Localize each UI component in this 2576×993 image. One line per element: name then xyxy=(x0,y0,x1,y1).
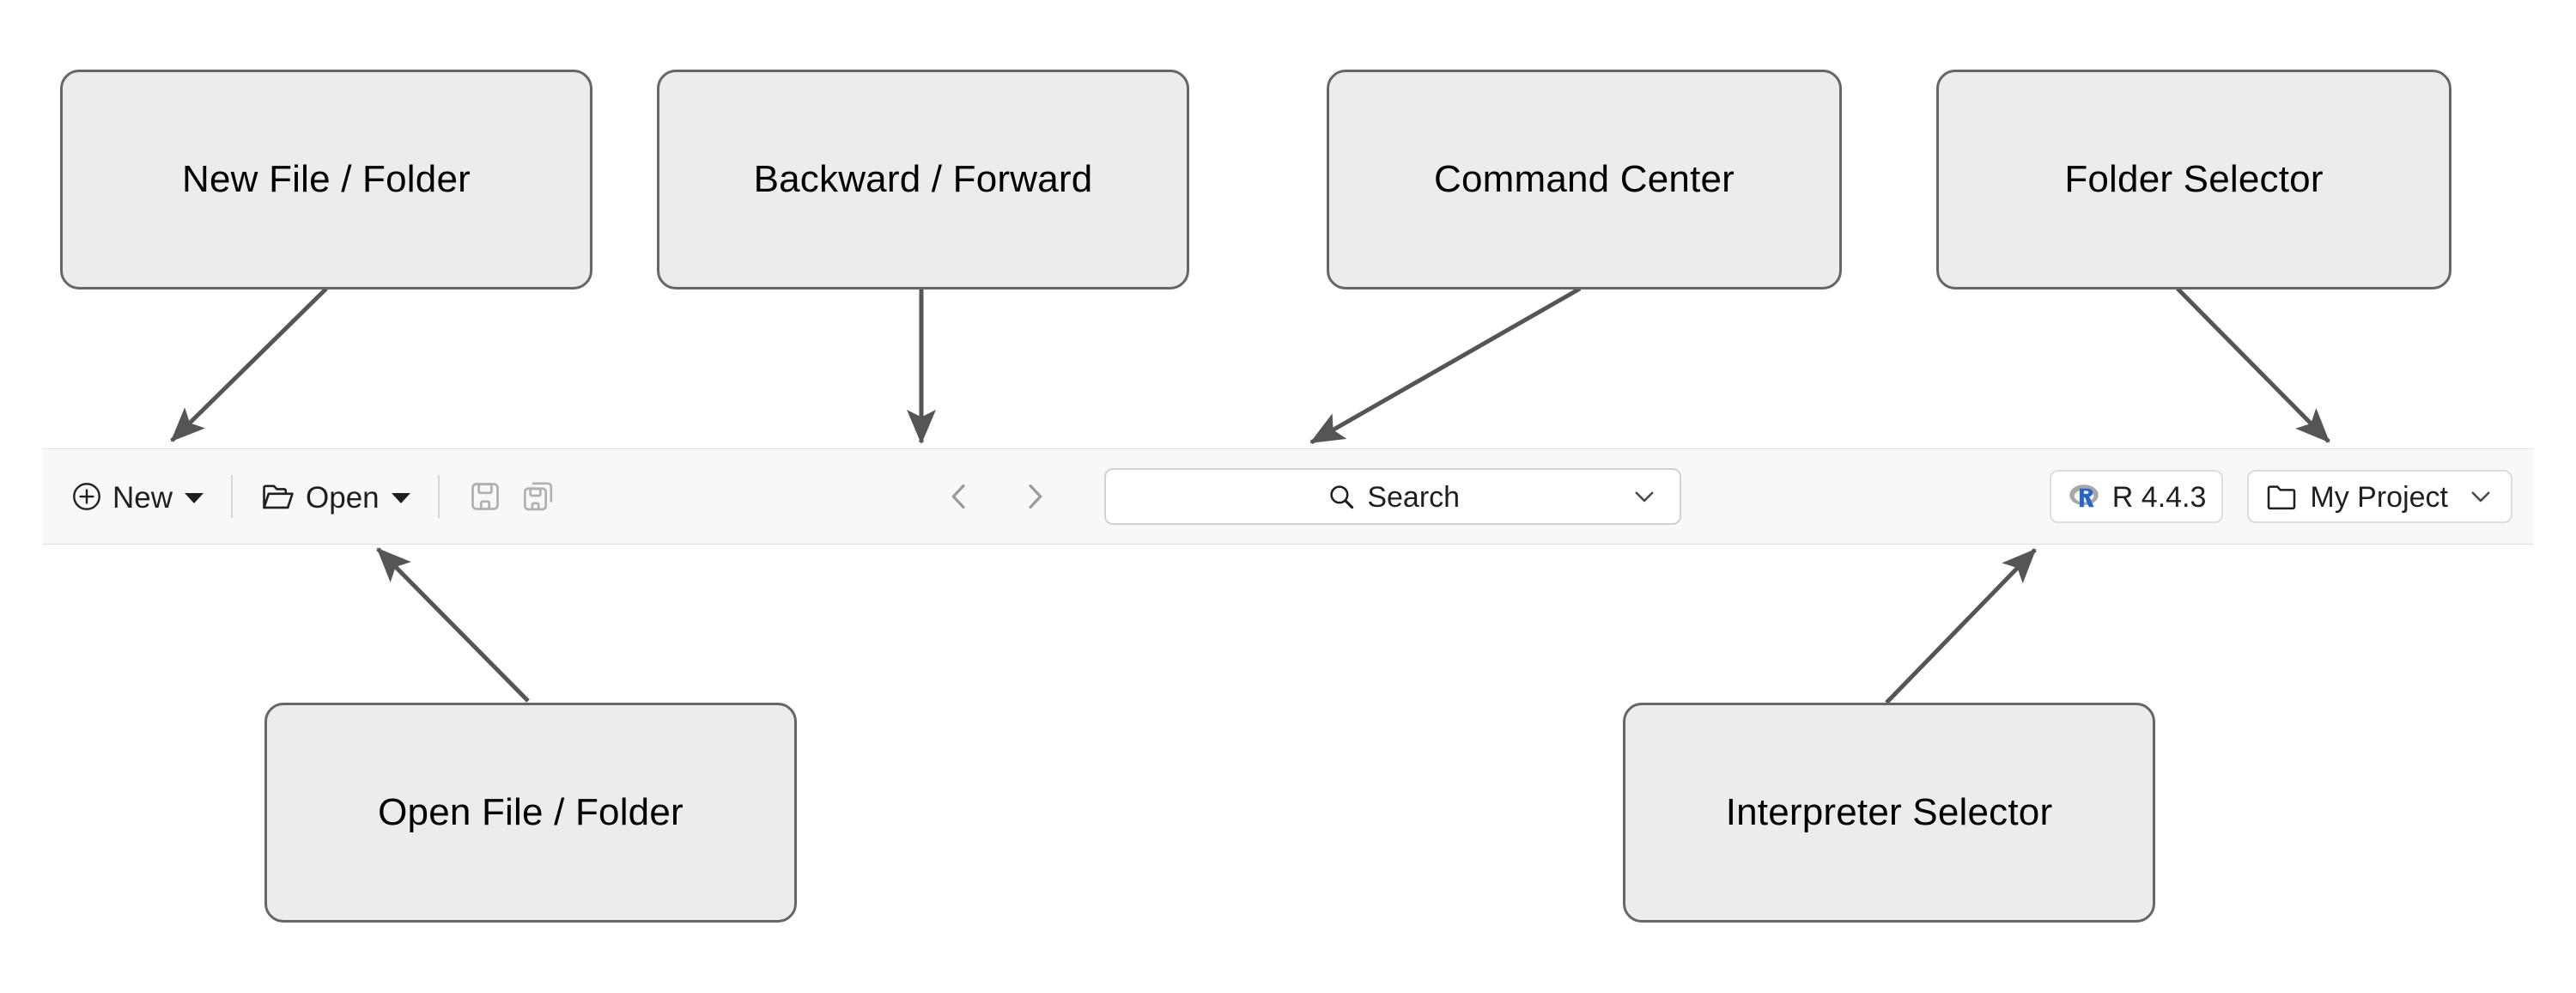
new-button[interactable]: New xyxy=(62,470,212,523)
callout-label: New File / Folder xyxy=(182,158,471,200)
callout-label: Command Center xyxy=(1433,158,1735,200)
folder-selector-chevron[interactable] xyxy=(2466,482,2495,511)
save-button[interactable] xyxy=(459,470,512,523)
chevron-down-icon xyxy=(1635,491,1654,503)
folder-label: My Project xyxy=(2310,481,2448,514)
command-center-placeholder: Search xyxy=(1367,481,1461,514)
open-button-label: Open xyxy=(306,480,380,515)
r-logo-icon xyxy=(2069,484,2099,508)
callout-folder-selector: Folder Selector xyxy=(1936,70,2451,289)
arrow-folder-selector xyxy=(2176,287,2330,443)
chevron-left-icon xyxy=(951,484,965,509)
arrow-new-file-folder xyxy=(170,287,328,442)
save-all-icon xyxy=(523,482,552,511)
back-button[interactable] xyxy=(933,470,986,523)
open-button[interactable]: Open xyxy=(252,470,419,523)
command-center-search[interactable]: Search xyxy=(1104,468,1682,525)
callout-label: Open File / Folder xyxy=(378,791,683,833)
arrow-open-file-folder xyxy=(376,547,530,703)
callout-open-file-folder: Open File / Folder xyxy=(264,703,797,923)
toolbar-separator xyxy=(437,475,440,518)
chevron-down-icon xyxy=(391,493,410,503)
arrow-interpreter-selector xyxy=(1885,548,2037,704)
plus-circle-icon xyxy=(73,483,100,510)
toolbar-separator xyxy=(231,475,234,518)
toolbar-left-group: New Open xyxy=(62,470,565,523)
callout-interpreter-selector: Interpreter Selector xyxy=(1623,703,2155,923)
navigation-group xyxy=(933,470,1061,523)
folder-open-icon xyxy=(263,484,294,509)
folder-icon xyxy=(2268,485,2296,510)
command-center-content: Search xyxy=(1326,481,1460,512)
command-center-chevron[interactable] xyxy=(1630,482,1659,511)
callout-label: Folder Selector xyxy=(2064,158,2324,200)
folder-selector-button[interactable]: My Project xyxy=(2247,470,2512,523)
forward-button[interactable] xyxy=(1008,470,1061,523)
search-icon xyxy=(1330,485,1354,509)
save-icon xyxy=(471,483,499,510)
chevron-right-icon xyxy=(1029,484,1042,509)
main-toolbar: New Open xyxy=(43,448,2533,545)
callout-label: Interpreter Selector xyxy=(1725,791,2053,833)
new-button-label: New xyxy=(112,480,173,515)
chevron-down-icon xyxy=(185,493,204,503)
arrow-command-center xyxy=(1309,286,1582,445)
callout-backward-forward: Backward / Forward xyxy=(657,70,1189,289)
save-all-button[interactable] xyxy=(512,470,565,523)
callout-new-file-folder: New File / Folder xyxy=(60,70,592,289)
chevron-down-icon xyxy=(2471,491,2490,503)
callout-command-center: Command Center xyxy=(1327,70,1842,289)
interpreter-label: R 4.4.3 xyxy=(2111,481,2207,514)
callout-label: Backward / Forward xyxy=(753,158,1093,200)
interpreter-selector-button[interactable]: R 4.4.3 xyxy=(2049,470,2224,523)
